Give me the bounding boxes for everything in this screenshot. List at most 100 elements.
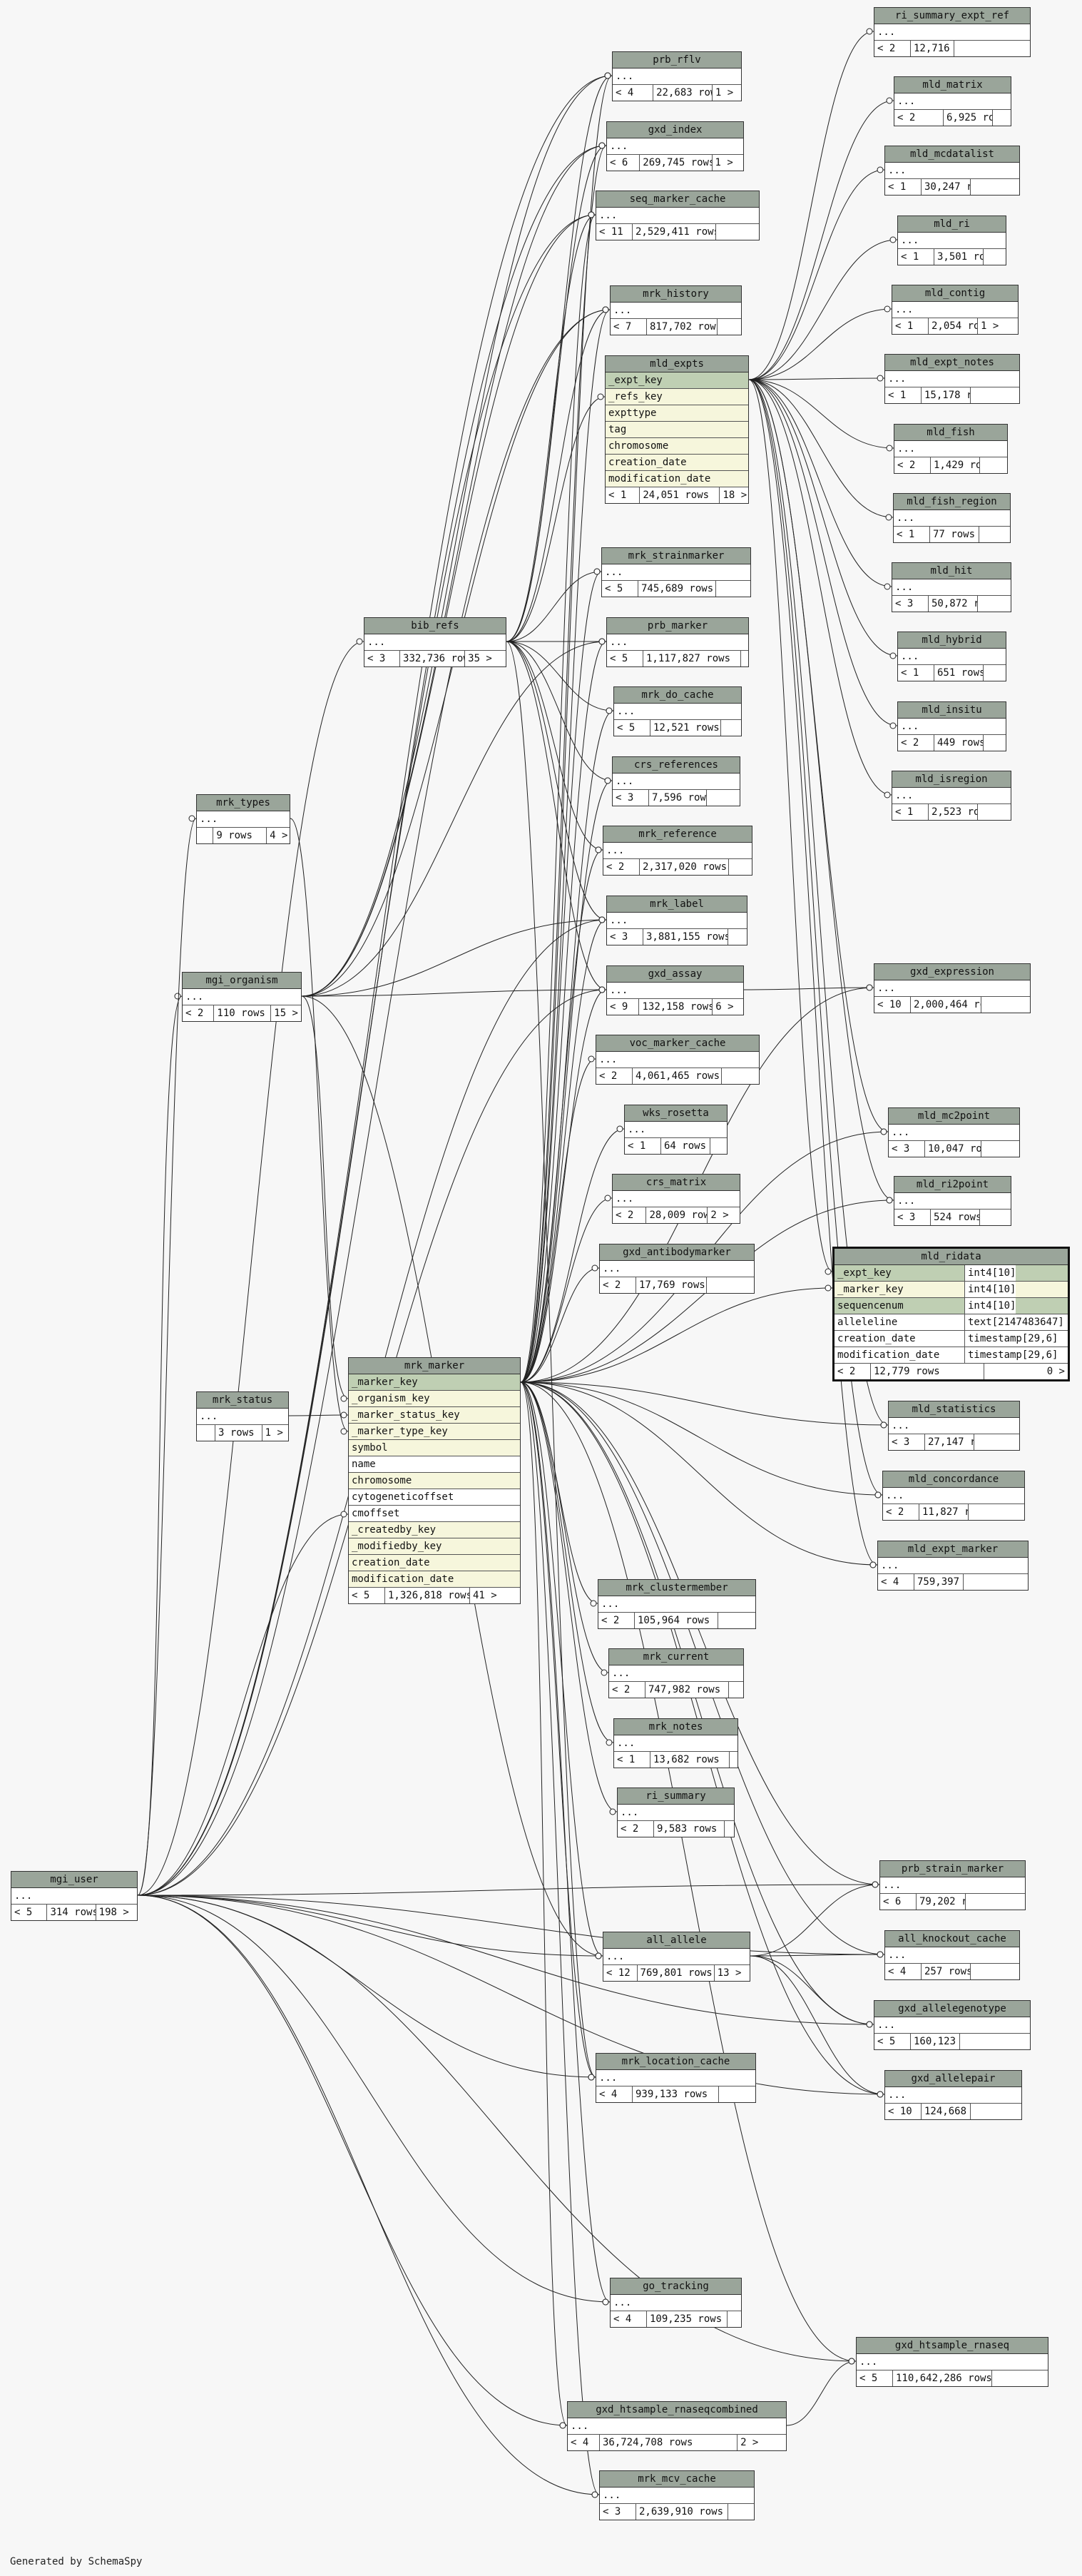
- column-expttype[interactable]: expttype: [606, 405, 748, 422]
- crowfoot-marker: [889, 236, 897, 243]
- column-symbol[interactable]: symbol: [349, 1440, 520, 1456]
- crowfoot-marker: [866, 2021, 873, 2028]
- table-title: mld_fish: [894, 425, 1007, 441]
- table-ri-summary-expt-ref[interactable]: ri_summary_expt_ref...< 212,716 rows: [874, 7, 1031, 57]
- column-creation-date[interactable]: creation_date: [349, 1555, 520, 1571]
- table-mld-mcdatalist[interactable]: mld_mcdatalist...< 130,247 rows: [884, 146, 1020, 196]
- table-mld-isregion[interactable]: mld_isregion...< 12,523 rows: [892, 771, 1011, 821]
- column-marker-type-key[interactable]: _marker_type_key: [349, 1424, 520, 1440]
- table-mld-concordance[interactable]: mld_concordance...< 211,827 rows: [882, 1471, 1025, 1521]
- child-count: [980, 1210, 986, 1225]
- table-mld-matrix[interactable]: mld_matrix...< 26,925 rows: [894, 76, 1011, 126]
- table-mld-fish[interactable]: mld_fish...< 21,429 rows: [894, 424, 1008, 474]
- column-marker-key[interactable]: _marker_key: [349, 1374, 520, 1391]
- table-mrk-marker[interactable]: mrk_marker_marker_key_organism_key_marke…: [348, 1357, 521, 1604]
- column-createdby-key[interactable]: _createdby_key: [349, 1522, 520, 1538]
- column-modifiedby-key[interactable]: _modifiedby_key: [349, 1538, 520, 1555]
- table-mld-mc2point[interactable]: mld_mc2point...< 310,047 rows: [888, 1107, 1020, 1157]
- column-cytogeneticoffset[interactable]: cytogeneticoffset: [349, 1489, 520, 1506]
- column-expt-key[interactable]: _expt_key: [606, 372, 748, 389]
- table-title: mgi_user: [11, 1872, 137, 1888]
- table-title: mld_statistics: [889, 1401, 1019, 1418]
- table-mld-ri[interactable]: mld_ri...< 13,501 rows: [897, 215, 1006, 265]
- column-marker-status-key[interactable]: _marker_status_key: [349, 1407, 520, 1424]
- column-modification-date[interactable]: modification_date: [606, 471, 748, 487]
- child-count: [971, 179, 976, 195]
- table-prb-strain-marker[interactable]: prb_strain_marker...< 679,202 rows: [879, 1860, 1026, 1910]
- column-chromosome[interactable]: chromosome: [349, 1473, 520, 1489]
- column-name[interactable]: name: [349, 1456, 520, 1473]
- columns-ellipsis: ...: [568, 2418, 786, 2435]
- column-chromosome[interactable]: chromosome: [606, 438, 748, 455]
- table-mld-expt-notes[interactable]: mld_expt_notes...< 115,178 rows: [884, 354, 1020, 404]
- crowfoot-marker: [593, 568, 601, 575]
- table-title: mld_expts: [606, 356, 748, 372]
- column-tag[interactable]: tag: [606, 422, 748, 438]
- columns-ellipsis: ...: [596, 208, 759, 224]
- table-gxd-expression[interactable]: gxd_expression...< 102,000,464 rows: [874, 963, 1031, 1013]
- column-cmoffset[interactable]: cmoffset: [349, 1506, 520, 1522]
- column-organism-key[interactable]: _organism_key: [349, 1391, 520, 1407]
- crowfoot-marker: [604, 72, 611, 79]
- column-modification-date[interactable]: modification_date: [349, 1571, 520, 1588]
- table-mld-hit[interactable]: mld_hit...< 350,872 rows: [892, 562, 1011, 612]
- column-creation-date[interactable]: creation_date: [606, 455, 748, 471]
- row-count: 27,147 rows: [925, 1434, 974, 1450]
- row-count: 2,000,464 rows: [911, 997, 981, 1013]
- parent-count: < 1: [606, 487, 640, 503]
- column-refs-key[interactable]: _refs_key: [606, 389, 748, 405]
- table-mld-statistics[interactable]: mld_statistics...< 327,147 rows: [888, 1401, 1020, 1451]
- table-title: bib_refs: [364, 618, 506, 634]
